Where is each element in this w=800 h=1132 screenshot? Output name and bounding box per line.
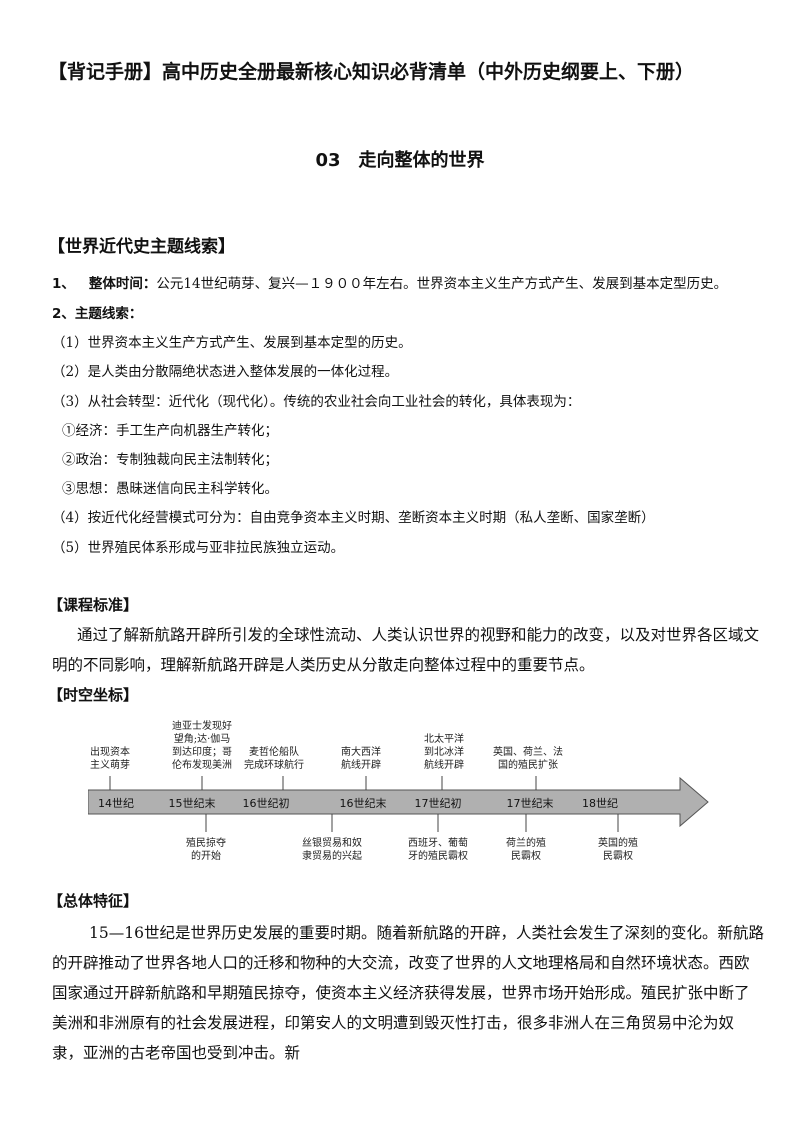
item2-label: 2、主题线索： [52, 306, 143, 322]
timeline-event-below: 民霸权 [511, 849, 541, 862]
features-text: 15—16世纪是世界历史发展的重要时期。随着新航路的开辟，人类社会发生了深刻的变… [52, 924, 764, 1062]
timeline-period-label: 18世纪 [582, 797, 618, 810]
timeline-event-below: 西班牙、葡萄 [408, 836, 468, 849]
timeline-event-above: 国的殖民扩张 [498, 758, 558, 771]
thread-line: （2）是人类由分散隔绝状态进入整体发展的一体化过程。 [52, 364, 399, 380]
item1-number: 1、 [52, 276, 75, 292]
timeline-event-below: 英国的殖 [598, 836, 638, 849]
course-standard-text: 通过了解新航路开辟所引发的全球性流动、人类认识世界的视野和能力的改变，以及对世界… [52, 626, 760, 674]
timeline-period-label: 15世纪末 [169, 796, 216, 810]
timeline-event-above: 北太平洋 [424, 732, 464, 745]
timeline-period-label: 17世纪初 [415, 796, 462, 810]
thread-line: （3）从社会转型：近代化（现代化）。传统的农业社会向工业社会的转化，具体表现为： [52, 394, 581, 410]
thread-subline: ②政治：专制独裁向民主法制转化； [62, 452, 278, 468]
timeline-diagram: 14世纪 15世纪末 16世纪初 16世纪末 17世纪初 17世纪末 18世纪 出现资本主义… [88, 719, 709, 862]
thread-line: （5）世界殖民体系形成与亚非拉民族独立运动。 [52, 540, 345, 556]
timeline-event-above: 完成环球航行 [244, 758, 304, 771]
timeline-event-above: 望角;达·伽马 [174, 732, 231, 745]
timeline-event-below: 隶贸易的兴起 [302, 849, 362, 862]
timeline-event-above: 南大西洋 [341, 745, 381, 758]
timeline-event-above: 迪亚士发现好 [172, 719, 232, 732]
timeline-event-above: 主义萌芽 [90, 758, 130, 771]
timeline-event-above: 伦布发现美洲 [172, 758, 232, 771]
timeline-event-above: 航线开辟 [341, 758, 381, 771]
timeline-event-below: 的开始 [191, 849, 221, 862]
thread-subline: ③思想：愚昧迷信向民主科学转化。 [62, 481, 278, 497]
section-heading-main-thread: 【世界近代史主题线索】 [48, 237, 235, 257]
timeline-period-label: 17世纪末 [507, 796, 554, 810]
timeline-event-above: 麦哲伦船队 [249, 745, 299, 758]
timeline-event-above: 到达印度；哥 [172, 745, 232, 758]
item-overall-time: 1、整体时间：公元14世纪萌芽、复兴—１９００年左右。世界资本主义生产方式产生、… [52, 272, 727, 292]
section-heading-course-standard: 【课程标准】 [48, 596, 139, 614]
timeline-event-above: 英国、荷兰、法 [493, 745, 563, 758]
timeline-arrow [88, 776, 709, 828]
timeline-event-above: 航线开辟 [424, 758, 464, 771]
timeline-period-label: 16世纪初 [243, 796, 290, 810]
chapter-title: 03 走向整体的世界 [315, 150, 485, 171]
section-heading-timeline: 【时空坐标】 [48, 686, 139, 704]
section-heading-features: 【总体特征】 [48, 892, 139, 910]
item1-label: 整体时间： [88, 276, 157, 292]
thread-subline: ①经济：手工生产向机器生产转化； [62, 423, 278, 439]
timeline-event-above: 出现资本 [90, 745, 130, 758]
thread-line: （4）按近代化经营模式可分为：自由竞争资本主义时期、垄断资本主义时期（私人垄断、… [52, 510, 655, 526]
item1-text: 公元14世纪萌芽、复兴—１９００年左右。世界资本主义生产方式产生、发展到基本定型… [156, 276, 728, 292]
timeline-period-label: 16世纪末 [340, 796, 387, 810]
timeline-event-above: 到北冰洋 [424, 745, 464, 758]
timeline-event-below: 丝银贸易和奴 [302, 836, 362, 849]
thread-line: （1）世界资本主义生产方式产生、发展到基本定型的历史。 [52, 335, 412, 351]
timeline-event-below: 民霸权 [603, 849, 633, 862]
timeline-event-below: 殖民掠夺 [186, 836, 226, 849]
document-title: 【背记手册】高中历史全册最新核心知识必背清单（中外历史纲要上、下册） [48, 61, 695, 83]
timeline-period-label: 14世纪 [98, 797, 134, 810]
timeline-event-below: 荷兰的殖 [506, 836, 546, 849]
timeline-event-below: 牙的殖民霸权 [408, 849, 468, 862]
